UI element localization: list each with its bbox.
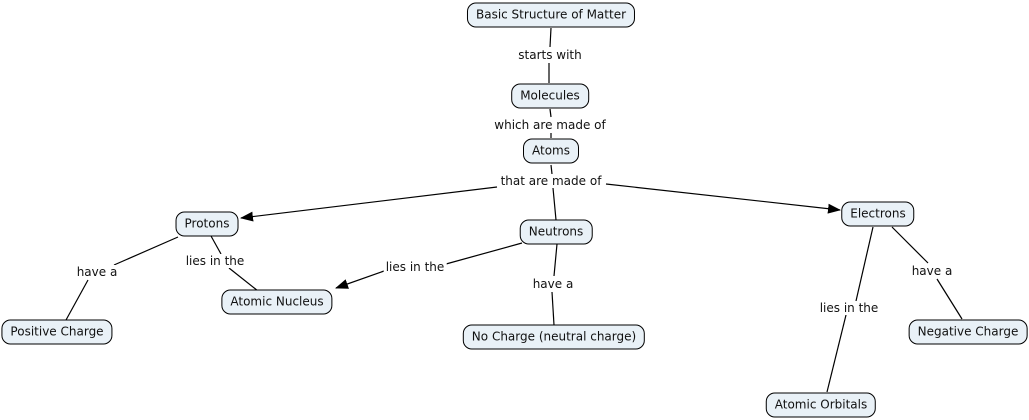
node-molecules[interactable]: Molecules [511,83,589,109]
edge-basic-to-startswith [549,27,552,48]
node-positive-charge[interactable]: Positive Charge [1,319,113,345]
edge-molecules-to-whichmade [549,108,552,118]
node-atomic-orbitals[interactable]: Atomic Orbitals [765,392,877,418]
link-label-neutrons-have-a[interactable]: have a [530,277,576,291]
edge-liesinthe-to-nucleus [228,267,259,292]
link-label-protons-lies-in-the[interactable]: lies in the [183,254,247,268]
edge-havea-to-nocharge [551,291,555,326]
link-label-that-are-made-of[interactable]: that are made of [498,174,604,188]
edge-protons-to-liesinthe [210,235,222,255]
edge-liesinthe-to-nucleus-arrow [335,270,385,289]
link-label-neutrons-lies-in-the[interactable]: lies in the [383,260,447,274]
edge-thatmade-to-protons [240,186,498,222]
edge-neutrons-to-havea [553,243,558,277]
link-label-starts-with[interactable]: starts with [516,48,584,62]
node-electrons[interactable]: Electrons [841,201,915,227]
edge-havea-to-positive [65,279,89,321]
node-protons[interactable]: Protons [175,211,239,237]
edge-atoms-to-thatmade [550,164,553,175]
link-label-protons-have-a[interactable]: have a [74,265,120,279]
edge-protons-to-havea [113,236,179,266]
node-atomic-nucleus[interactable]: Atomic Nucleus [221,289,333,315]
node-basic-structure-of-matter[interactable]: Basic Structure of Matter [466,2,636,28]
edge-thatmade-to-electrons [605,183,841,214]
edge-neutrons-to-liesinthe [445,242,523,265]
edge-liesinthe-to-orbitals [826,314,847,393]
edge-havea-to-negative [936,278,963,320]
link-label-electrons-lies-in-the[interactable]: lies in the [817,301,881,315]
node-atoms[interactable]: Atoms [523,138,579,164]
node-negative-charge[interactable]: Negative Charge [908,319,1028,345]
edge-electrons-to-havea [891,226,929,264]
node-neutrons[interactable]: Neutrons [519,219,593,245]
link-label-electrons-have-a[interactable]: have a [909,264,955,278]
link-label-which-are-made-of[interactable]: which are made of [492,118,608,132]
edge-electrons-to-liesinthe [855,226,874,302]
edge-thatmade-to-neutrons [552,187,557,221]
node-no-charge[interactable]: No Charge (neutral charge) [462,324,646,350]
